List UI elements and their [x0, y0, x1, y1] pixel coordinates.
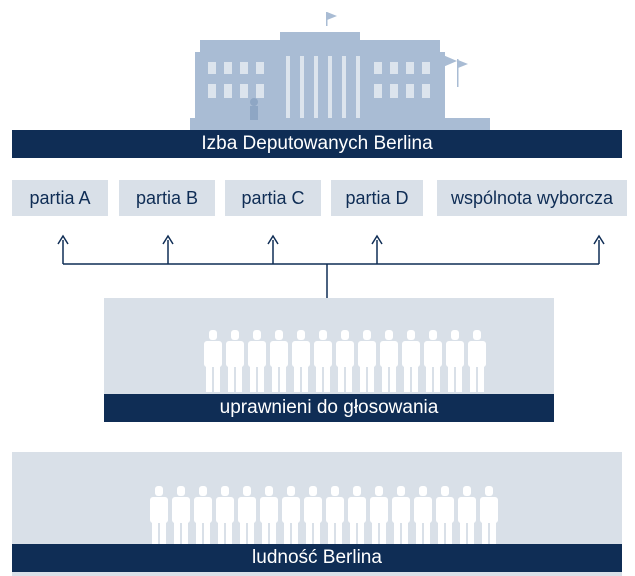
- person-icon: [282, 486, 300, 548]
- party-box-electoral-community: wspólnota wyborcza: [437, 180, 627, 216]
- connector-arrows: [57, 234, 605, 298]
- person-icon: [172, 486, 190, 548]
- person-icon: [436, 486, 454, 548]
- person-icon: [358, 330, 376, 392]
- parliament-building-icon: [190, 12, 490, 132]
- voters-label: uprawnieni do głosowania: [104, 394, 554, 422]
- person-icon: [238, 486, 256, 548]
- population-people-row: [148, 486, 500, 548]
- person-icon: [304, 486, 322, 548]
- person-icon: [446, 330, 464, 392]
- person-icon: [402, 330, 420, 392]
- person-icon: [424, 330, 442, 392]
- party-box-d: partia D: [331, 180, 423, 216]
- person-icon: [336, 330, 354, 392]
- party-box-a: partia A: [12, 180, 108, 216]
- person-icon: [194, 486, 212, 548]
- person-icon: [468, 330, 486, 392]
- person-icon: [380, 330, 398, 392]
- person-icon: [270, 330, 288, 392]
- parliament-label: Izba Deputowanych Berlina: [12, 130, 622, 158]
- person-icon: [392, 486, 410, 548]
- voters-people-row: [202, 330, 488, 392]
- person-icon: [204, 330, 222, 392]
- person-icon: [150, 486, 168, 548]
- person-icon: [260, 486, 278, 548]
- party-box-b: partia B: [119, 180, 215, 216]
- person-icon: [480, 486, 498, 548]
- population-label: ludność Berlina: [12, 544, 622, 572]
- person-icon: [292, 330, 310, 392]
- person-icon: [314, 330, 332, 392]
- person-icon: [326, 486, 344, 548]
- person-icon: [216, 486, 234, 548]
- person-icon: [226, 330, 244, 392]
- person-icon: [458, 486, 476, 548]
- person-icon: [370, 486, 388, 548]
- person-icon: [414, 486, 432, 548]
- party-box-c: partia C: [225, 180, 321, 216]
- person-icon: [248, 330, 266, 392]
- person-icon: [348, 486, 366, 548]
